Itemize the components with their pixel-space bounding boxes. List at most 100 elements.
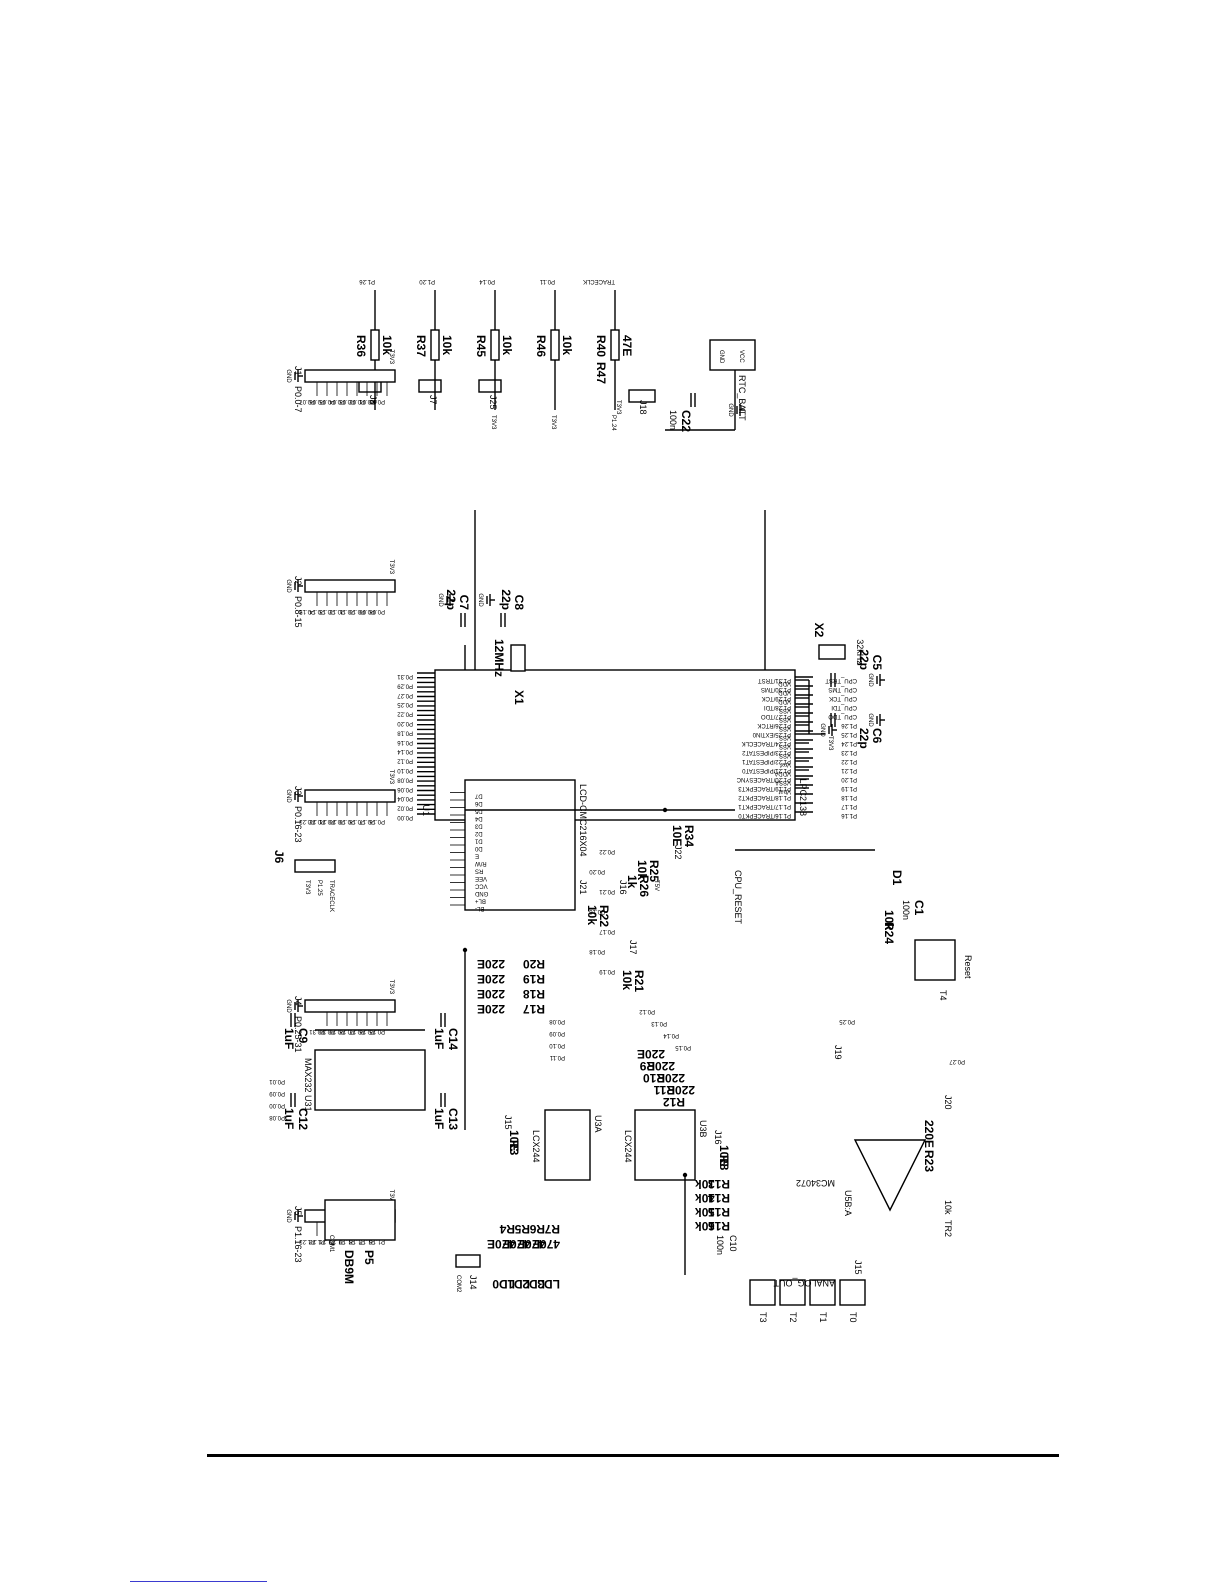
- footer-link[interactable]: [130, 1581, 267, 1582]
- mcu-power-label: VSS: [779, 725, 791, 731]
- header-pwr: T3V3: [388, 350, 394, 365]
- lcd-pin-label: BL-: [475, 905, 484, 911]
- lcd-part: LCD-CMC216X04: [578, 784, 588, 857]
- led-resistor-ref: R4: [499, 1222, 515, 1236]
- j6-net: P1.25: [316, 880, 322, 896]
- lcd-series-value: 220E: [477, 1002, 505, 1016]
- c7-ref: C7: [457, 595, 471, 611]
- mcu-net-label: CPU_TDO: [828, 713, 857, 719]
- header-net: P0.00: [369, 398, 385, 404]
- tact-switch: [779, 1279, 806, 1306]
- top-part-jumper-ref: J25: [488, 395, 498, 410]
- mcu-power-label: VDD: [778, 698, 791, 704]
- max232-net: P0.09: [269, 1090, 285, 1096]
- mcu-net-label: P0.16: [397, 739, 413, 745]
- t4-ref: T4: [938, 990, 948, 1001]
- lcd-ref: J21: [578, 880, 588, 895]
- gnd-label: GND: [285, 579, 291, 593]
- r3-ref: R3: [507, 1140, 521, 1156]
- max232-cap-value: 1uF: [432, 1028, 446, 1049]
- header-net: P0.26: [359, 1028, 375, 1034]
- button-pullup-ref: R13: [708, 1177, 730, 1191]
- tact-switch: [749, 1279, 776, 1306]
- mcu-power-label: VSS: [779, 743, 791, 749]
- mcu-net-label: P1.24: [841, 740, 857, 746]
- button-pullup-value: 10k: [695, 1177, 715, 1191]
- top-part-jumper-ref: J7: [428, 395, 438, 405]
- j19-ref: J19: [833, 1045, 843, 1060]
- r21-value: 10k: [620, 970, 634, 990]
- button-series-ref: R12: [663, 1095, 685, 1109]
- bat-gnd: GND: [718, 350, 724, 364]
- db9-ref: P5: [362, 1250, 376, 1265]
- x2-crystal: [818, 644, 846, 660]
- header-net: P0.10: [349, 608, 365, 614]
- j6-ref: J6: [272, 850, 286, 864]
- top-part-value: 10k: [500, 335, 514, 355]
- mcu-pin-label: P1.27/TDO: [761, 713, 791, 719]
- mcu-pin-label: P1.29/TCK: [762, 695, 791, 701]
- button-series-value: 220E: [657, 1071, 685, 1085]
- header-body: [304, 369, 396, 383]
- top-part-net2: T3V3: [550, 415, 556, 430]
- mcu-net-label: P0.10: [397, 767, 413, 773]
- mcu-net-label: P1.22: [841, 758, 857, 764]
- lcd-net: P0.19: [599, 968, 615, 974]
- r26-ref: R26: [637, 875, 651, 897]
- button-pullup-ref: R15: [708, 1205, 730, 1219]
- mcu-pin-label: P1.19/TRACEPKT3: [738, 785, 791, 791]
- tr2-ref: TR2: [943, 1220, 953, 1237]
- j6-net: TRACECLK: [328, 880, 334, 912]
- j16-ref: J16: [618, 880, 628, 895]
- button-net: P0.15: [675, 1044, 691, 1050]
- header-net: P0.15: [299, 608, 315, 614]
- gnd-label: GND: [867, 713, 873, 727]
- top-part-value: 47E: [620, 335, 634, 356]
- header-net: P1.17: [359, 1238, 375, 1244]
- rtc-net: RTC_BATT: [737, 375, 747, 421]
- header-net: P0.31: [309, 1028, 325, 1034]
- led-ref: LD1: [507, 1277, 530, 1291]
- max232-ref: U31: [303, 1095, 313, 1112]
- mcu-net-label: CPU_TCK: [829, 695, 857, 701]
- mcu-pwr-label: T3V3: [827, 736, 833, 751]
- mcu-ref: U1: [421, 804, 431, 816]
- mcu-power-label: VSS: [779, 734, 791, 740]
- j16-ref: J16: [713, 1130, 723, 1145]
- mcu-part: LPC2138: [798, 778, 808, 816]
- top-part-net2: T3V3: [490, 415, 496, 430]
- top-part-net: P0.14: [479, 278, 495, 284]
- mcu-net-label: CPU_TRST: [825, 677, 857, 683]
- mcu-power-label: VSS: [779, 716, 791, 722]
- header-net: P0.07: [299, 398, 315, 404]
- header-net: P0.06: [309, 398, 325, 404]
- header-label: P0.16-23: [293, 806, 303, 843]
- mcu-power-label: VSS: [779, 707, 791, 713]
- lcd-pin-label: R/W: [475, 860, 487, 866]
- lcd-pin-label: E: [475, 853, 479, 859]
- header-net: P0.21: [319, 818, 335, 824]
- d1-ref: D1: [890, 870, 904, 886]
- x1-ref: X1: [512, 690, 526, 705]
- mcu-pin-label: P1.23/PIPESTAT2: [742, 749, 791, 755]
- j17-ref: J17: [628, 940, 638, 955]
- top-part-value: 10k: [560, 335, 574, 355]
- lcd-net: P0.22: [599, 848, 615, 854]
- u3a-ref: U3A: [593, 1115, 603, 1133]
- mcu-net-label: P1.18: [841, 794, 857, 800]
- r24-ref: R24: [882, 922, 896, 944]
- lcd-pin-label: D3: [474, 823, 482, 829]
- mcu-net-label: P0.06: [397, 786, 413, 792]
- top-part-value: 10k: [440, 335, 454, 355]
- button-net: P0.14: [663, 1032, 679, 1038]
- header-body: [304, 789, 396, 803]
- header-net: P0.28: [339, 1028, 355, 1034]
- header-net: P1.20: [329, 1238, 345, 1244]
- max232-net: P0.00: [269, 1102, 285, 1108]
- header-net: P0.14: [309, 608, 325, 614]
- lcd-pin-label: D4: [474, 815, 482, 821]
- db9-part: DB9M: [342, 1250, 356, 1284]
- top-part-net: P1.26: [359, 278, 375, 284]
- u3a-body: [544, 1109, 591, 1181]
- mcu-power-label: VDDA: [774, 770, 791, 776]
